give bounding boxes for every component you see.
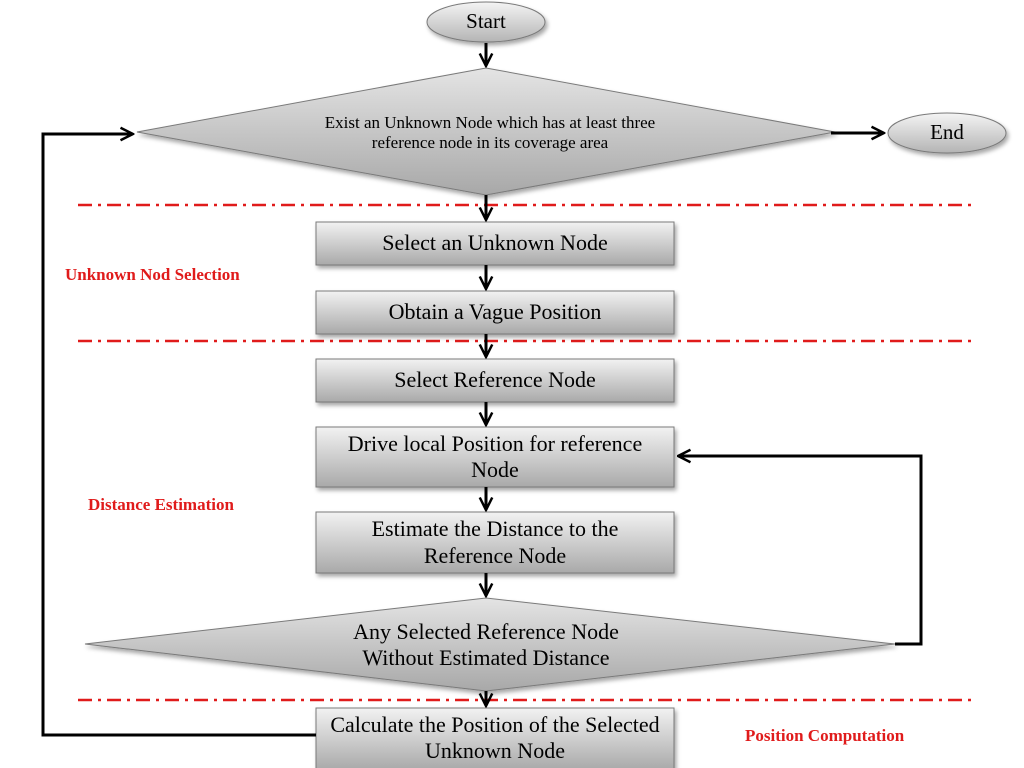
- select-unknown-node-label: Select an Unknown Node: [382, 230, 608, 256]
- calculate-position-label: Calculate the Position of the Selected U…: [330, 711, 660, 763]
- end-label: End: [930, 120, 964, 145]
- end-terminal-shape: [887, 112, 1007, 154]
- select-unknown-node-box: [315, 221, 675, 266]
- start-label: Start: [466, 9, 506, 34]
- connectors: [41, 43, 923, 737]
- section-label-position-computation: Position Computation: [745, 726, 905, 745]
- connector-loop-back-to-drive: [678, 456, 923, 646]
- shapes: [84, 1, 1007, 768]
- estimate-distance-box: [315, 511, 675, 574]
- pending-reference-decision-label: Any Selected Reference Node Without Esti…: [353, 618, 619, 670]
- calculate-position-box: [315, 707, 675, 768]
- connector-loop-back-to-unknown-check: [41, 134, 316, 737]
- section-separators: [78, 203, 975, 702]
- vague-position-box: [315, 290, 675, 335]
- start-terminal-shape: [426, 1, 546, 43]
- select-reference-node-box: [315, 358, 675, 403]
- section-label-distance-estimation: Distance Estimation: [88, 495, 234, 514]
- unknown-node-decision-label: Exist an Unknown Node which has at least…: [324, 112, 656, 152]
- estimate-distance-label: Estimate the Distance to the Reference N…: [371, 516, 619, 568]
- select-reference-node-label: Select Reference Node: [394, 367, 596, 393]
- vague-position-label: Obtain a Vague Position: [388, 299, 602, 325]
- drive-local-position-box: [315, 426, 675, 488]
- drive-local-position-label: Drive local Position for reference Node: [347, 430, 643, 482]
- section-label-unknown-selection: Unknown Nod Selection: [65, 265, 240, 284]
